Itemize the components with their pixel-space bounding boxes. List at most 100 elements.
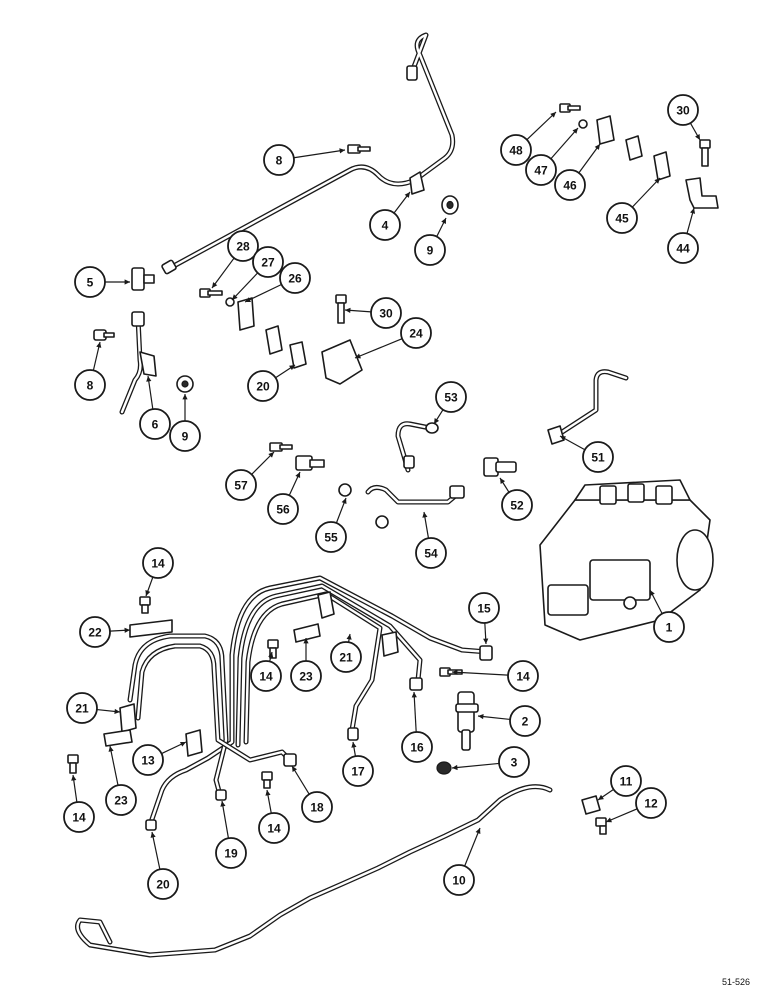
callout-circle <box>330 641 362 673</box>
callout-c-20a: 20 <box>247 370 279 402</box>
callout-label: 53 <box>444 391 458 405</box>
callout-label: 18 <box>310 801 324 815</box>
injector-2 <box>455 691 479 751</box>
callout-c-8a: 8 <box>263 144 295 176</box>
plate-23-upper <box>293 623 321 643</box>
callout-circle <box>132 744 164 776</box>
callout-circle <box>74 266 106 298</box>
callout-circle <box>142 547 174 579</box>
banjo-bolt-56 <box>295 455 325 471</box>
clamp-21-left <box>119 703 137 733</box>
bracket-44 <box>685 177 719 209</box>
callout-circle <box>263 144 295 176</box>
callout-circle <box>525 154 557 186</box>
callout-c-48: 48 <box>500 134 532 166</box>
clamp-45a <box>625 135 643 161</box>
callout-c-4: 4 <box>369 209 401 241</box>
pipe-nut-53 <box>403 455 415 469</box>
leader-arrow-c-14d <box>71 775 77 781</box>
callout-label: 55 <box>324 531 338 545</box>
callout-label: 30 <box>676 104 690 118</box>
callout-c-27: 27 <box>252 246 284 278</box>
leader-arrow-c-9a <box>441 218 446 224</box>
callout-c-44: 44 <box>667 232 699 264</box>
pipe-51 <box>553 369 629 439</box>
callout-label: 10 <box>452 874 466 888</box>
pipe-nut-left <box>161 259 177 275</box>
callout-label: 23 <box>114 794 128 808</box>
callout-label: 23 <box>299 670 313 684</box>
clamp-22 <box>129 619 173 638</box>
upper-return-pipe <box>167 32 456 271</box>
callout-c-10: 10 <box>443 864 475 896</box>
seal-3 <box>436 761 452 775</box>
valve-52 <box>483 457 517 477</box>
callout-circle <box>667 232 699 264</box>
clip-6 <box>139 351 157 377</box>
bolt-14-top <box>139 596 151 614</box>
leader-arrow-c-52 <box>500 478 506 484</box>
parts <box>67 65 719 835</box>
leader-lines <box>71 111 701 870</box>
leader-arrow-c-45 <box>654 178 660 184</box>
plate-23-lower <box>103 729 133 747</box>
callout-label: 20 <box>256 380 270 394</box>
callout-c-1: 1 <box>653 611 685 643</box>
leader-line-c-18 <box>291 765 310 795</box>
leader-arrow-c-26 <box>245 297 251 303</box>
bolt-57 <box>269 442 293 452</box>
leader-arrow-c-8b <box>96 342 102 348</box>
callout-label: 20 <box>156 878 170 892</box>
callout-circle <box>252 246 284 278</box>
leader-line-c-47 <box>550 127 579 160</box>
callout-circle <box>250 660 282 692</box>
leader-arrow-c-3 <box>452 764 458 771</box>
callout-c-9a: 9 <box>414 234 446 266</box>
callout-c-45: 45 <box>606 202 638 234</box>
callout-label: 22 <box>88 626 102 640</box>
callout-label: 9 <box>182 430 189 444</box>
leader-arrow-c-53 <box>434 418 440 424</box>
callout-circle <box>498 746 530 778</box>
callout-c-14d: 14 <box>63 801 95 833</box>
leader-arrow-c-24 <box>355 353 361 359</box>
bolt-28 <box>199 288 223 298</box>
clamp-21-upper <box>317 591 335 619</box>
callout-circle <box>290 660 322 692</box>
leader-arrow-c-17 <box>351 742 357 748</box>
leader-arrow-c-1 <box>650 590 655 596</box>
callout-label: 6 <box>152 418 159 432</box>
pipe-nut-17 <box>347 727 359 741</box>
callout-c-14b: 14 <box>250 660 282 692</box>
callout-c-20b: 20 <box>147 868 179 900</box>
callout-circle <box>414 234 446 266</box>
callout-c-9b: 9 <box>169 420 201 452</box>
callout-label: 11 <box>620 775 633 789</box>
callout-label: 8 <box>87 379 94 393</box>
callout-c-15: 15 <box>468 592 500 624</box>
callout-circle <box>507 660 539 692</box>
callout-label: 5 <box>87 276 94 290</box>
callout-c-13: 13 <box>132 744 164 776</box>
callout-c-21b: 21 <box>330 641 362 673</box>
callout-c-26: 26 <box>279 262 311 294</box>
callout-circle <box>606 202 638 234</box>
leader-line-c-14c <box>451 671 509 676</box>
leader-arrow-c-8a <box>339 148 345 154</box>
callout-label: 28 <box>236 240 250 254</box>
callout-label: 21 <box>339 651 353 665</box>
callout-label: 15 <box>477 602 491 616</box>
injection-pump-1 <box>539 479 714 641</box>
callout-label: 26 <box>288 272 302 286</box>
callout-label: 52 <box>510 499 524 513</box>
callout-label: 21 <box>75 702 89 716</box>
callout-circle <box>279 262 311 294</box>
callout-circle <box>435 381 467 413</box>
leader-line-c-19 <box>221 800 230 839</box>
pipe-53 <box>395 421 433 473</box>
callout-circle <box>653 611 685 643</box>
callout-circle <box>342 755 374 787</box>
callout-c-14c: 14 <box>507 660 539 692</box>
